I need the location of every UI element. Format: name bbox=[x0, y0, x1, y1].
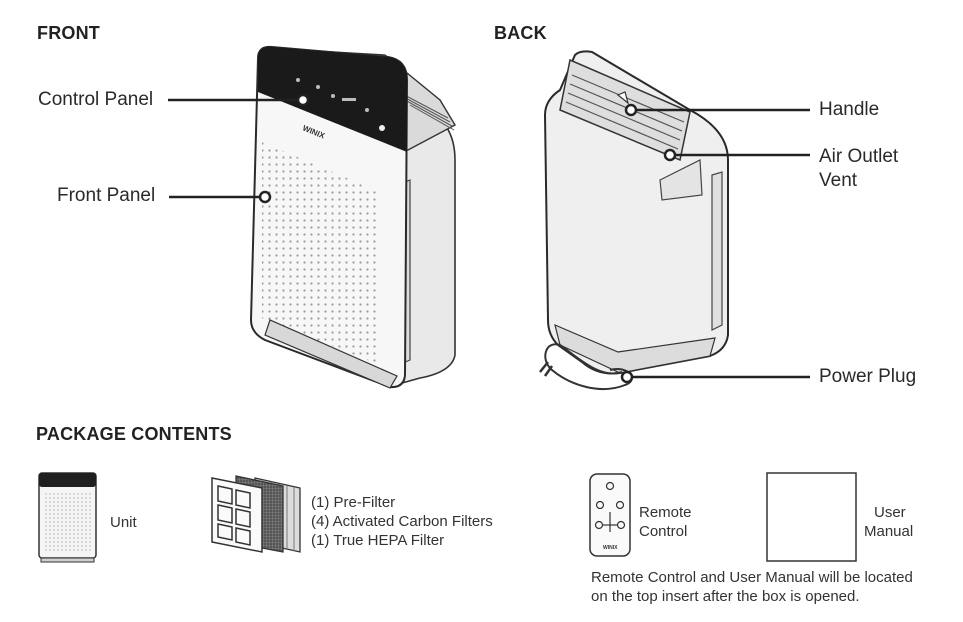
handle-label: Handle bbox=[819, 99, 880, 120]
front-heading: FRONT bbox=[37, 23, 100, 43]
back-heading: BACK bbox=[494, 23, 547, 43]
remote-label-line2: Control bbox=[639, 523, 688, 540]
power-plug-label: Power Plug bbox=[819, 366, 917, 387]
user-manual-icon bbox=[766, 472, 857, 562]
package-unit-icon bbox=[38, 472, 97, 563]
remote-icon: WINIX bbox=[589, 473, 631, 557]
front-panel-label: Front Panel bbox=[57, 185, 156, 206]
unit-label: Unit bbox=[110, 514, 137, 531]
air-outlet-label-line2: Vent bbox=[819, 170, 858, 191]
remote-label-line1: Remote bbox=[639, 504, 692, 521]
remote-brand: WINIX bbox=[603, 545, 618, 551]
package-contents-heading: PACKAGE CONTENTS bbox=[36, 424, 232, 444]
filters-icon bbox=[211, 475, 301, 553]
package-note-line1: Remote Control and User Manual will be l… bbox=[591, 569, 913, 586]
front-panel-perforation bbox=[262, 142, 380, 365]
control-panel-band bbox=[258, 46, 407, 152]
filter-item-hepa: (1) True HEPA Filter bbox=[311, 532, 445, 549]
manual-label-line2: Manual bbox=[864, 523, 914, 540]
filter-item-pre: (1) Pre-Filter bbox=[311, 494, 396, 511]
control-panel-label: Control Panel bbox=[38, 89, 154, 110]
air-outlet-label-line1: Air Outlet bbox=[819, 146, 899, 167]
package-note-line2: on the top insert after the box is opene… bbox=[591, 588, 860, 605]
filter-item-carbon: (4) Activated Carbon Filters bbox=[311, 513, 493, 530]
manual-label-line1: User bbox=[874, 504, 906, 521]
